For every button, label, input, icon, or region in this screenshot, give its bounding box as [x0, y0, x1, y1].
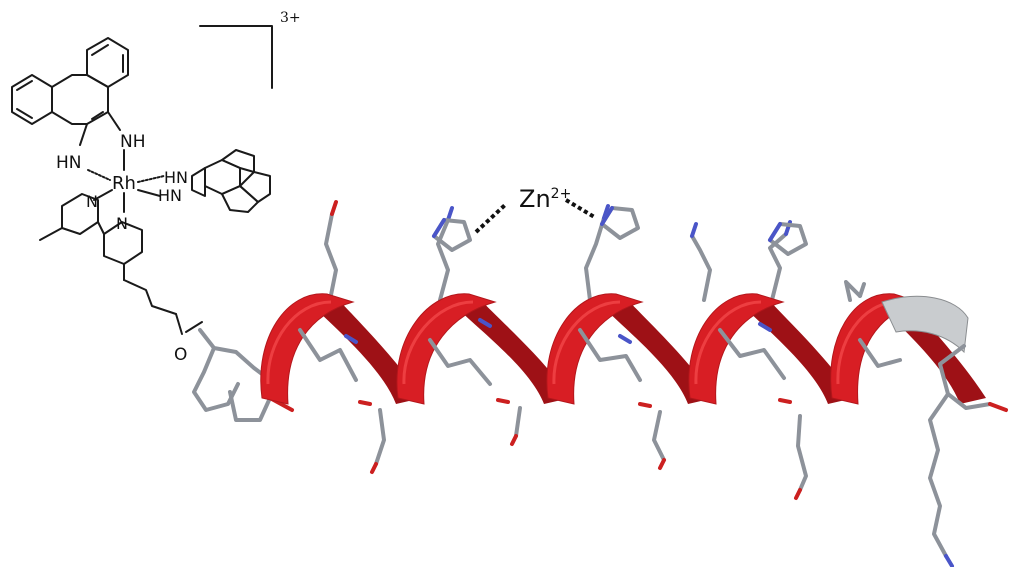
- bipyridine: [39, 193, 203, 335]
- backbone-inner-4: [858, 338, 902, 368]
- backbone-stick: [198, 328, 272, 382]
- backbone-o-2: [638, 402, 652, 408]
- backbone-inner-1: [428, 338, 492, 386]
- amine-label-upper: NH: [120, 132, 146, 152]
- side-chain-sticks-back: [192, 200, 866, 422]
- helix-highlight: [402, 300, 474, 385]
- backbone-n-0: [344, 334, 358, 344]
- phenanthrene-right: [191, 149, 271, 213]
- side-chain-down-2: [652, 410, 666, 462]
- charge-label: 3+: [280, 10, 301, 26]
- zinc-ion: Zn2+: [474, 185, 598, 234]
- amine-label-right-lower: HN: [158, 186, 182, 205]
- backbone-n-2: [618, 334, 632, 344]
- helix-highlight: [694, 300, 762, 385]
- alkyl-linker: [123, 279, 177, 315]
- amine-label-left: HN: [56, 153, 82, 173]
- pyridine-n-left: N: [86, 192, 98, 211]
- backbone-n-1: [478, 318, 492, 328]
- backbone-n-3: [758, 322, 772, 332]
- side-chain-sticks-front: [298, 318, 1008, 567]
- zinc-label: Zn2+: [519, 185, 571, 213]
- zinc-bond-left: [474, 203, 507, 234]
- lysine-chain: [928, 392, 950, 558]
- zinc-bond-right: [564, 198, 598, 220]
- bracket-line: [199, 25, 273, 89]
- helix-front-strand: [260, 293, 355, 405]
- side-chain-up-3: [690, 234, 712, 302]
- side-chain-tip-0: [330, 200, 338, 216]
- helix-highlight: [266, 300, 332, 385]
- amine-label-right-upper: HN: [164, 168, 188, 187]
- charge-bracket: 3+: [199, 10, 301, 89]
- lysine-amine: [944, 554, 954, 567]
- side-chain-up-2: [584, 216, 606, 302]
- side-chain-down-0: [374, 408, 386, 466]
- carbonyl-oxygen-label: O: [174, 345, 187, 365]
- helix-end-cap: [881, 295, 969, 354]
- side-chain-up-5: [844, 280, 862, 302]
- alpha-helix-ribbon: [260, 293, 986, 405]
- side-chain-tip-1: [446, 206, 454, 222]
- side-chain-tip-3: [690, 222, 698, 238]
- helix-front-strand: [396, 293, 497, 405]
- backbone-inner-2: [578, 328, 642, 382]
- side-chain-down-tip-3: [794, 488, 802, 500]
- proline-ring-stick: [228, 390, 272, 422]
- pyridine-right: [103, 221, 143, 265]
- side-chain-down-3: [796, 414, 808, 492]
- c-term-carbonyl: [988, 402, 1008, 412]
- side-chain-down-tip-0: [370, 462, 378, 474]
- rhodium-label: Rh: [112, 173, 136, 194]
- side-chain-up-4: [768, 232, 788, 302]
- proline-stick: [192, 346, 240, 412]
- backbone-o-3: [778, 398, 792, 404]
- pyridine-n-right: N: [116, 214, 128, 233]
- helix-back-strand: [311, 298, 422, 404]
- backbone-o-0: [358, 400, 372, 406]
- rhodium-complex: NH HN Rh HN HN N: [11, 37, 271, 365]
- helix-back-strand: [453, 298, 570, 404]
- backbone-inner-0: [298, 328, 358, 382]
- phenanthrene-ring-system: [11, 37, 129, 146]
- ring-b: [11, 74, 53, 125]
- side-chain-down-tip-2: [658, 458, 666, 470]
- side-chain-down-1: [514, 406, 522, 438]
- helix-highlight: [552, 300, 621, 385]
- helix-front-strand: [688, 293, 785, 405]
- helix-front-strand: [546, 293, 644, 405]
- ring-c: [51, 74, 109, 125]
- side-chain-down-tip-1: [510, 434, 518, 446]
- backbone-inner-3: [718, 328, 786, 380]
- side-chain-tip-5: [858, 282, 866, 298]
- side-chain-up-0: [324, 212, 338, 302]
- helix-back-strand: [600, 298, 714, 404]
- side-chain-up-1: [436, 218, 450, 302]
- helix-back-strand: [741, 298, 854, 404]
- backbone-o-1: [496, 398, 510, 404]
